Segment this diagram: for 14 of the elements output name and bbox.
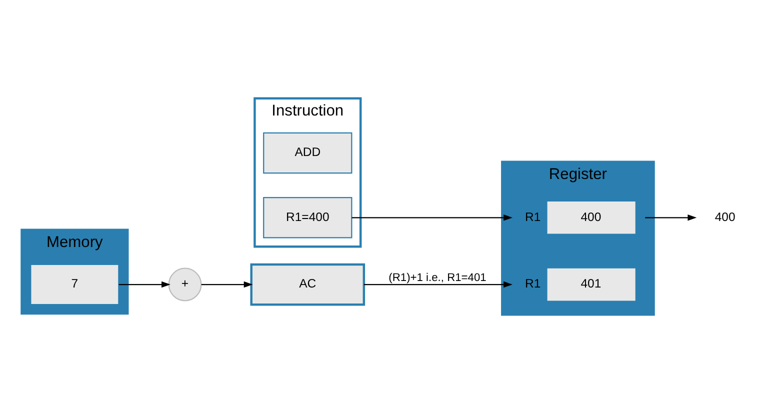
node-box: ADD	[263, 132, 352, 174]
node-box: 7	[30, 264, 120, 306]
node-label: R1	[525, 276, 541, 291]
arrow	[364, 281, 512, 288]
node-circle: +	[168, 268, 202, 302]
node-label: R1	[525, 210, 541, 224]
node-box: AC	[250, 263, 366, 306]
node-text: 400	[714, 210, 736, 224]
arrow	[645, 214, 697, 221]
arrow	[118, 281, 170, 288]
arrow	[352, 214, 513, 221]
edge-label: (R1)+1 i.e., R1=401	[388, 272, 486, 284]
arrow	[201, 281, 253, 288]
node-box: R1=400	[263, 197, 352, 238]
